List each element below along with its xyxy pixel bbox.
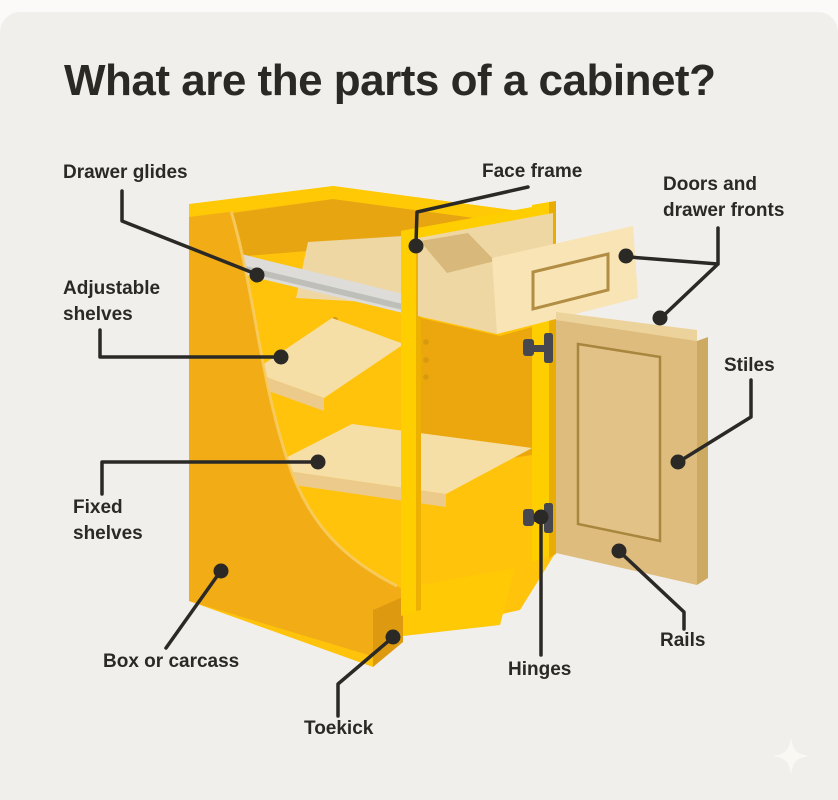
cabinet-side-panel	[189, 201, 403, 657]
leader-stiles	[678, 378, 753, 463]
hinge-top	[523, 333, 553, 363]
sparkle-icon	[773, 738, 809, 774]
drawer-front	[492, 226, 638, 334]
fixed-shelf	[266, 424, 532, 494]
label-adjustable-shelves: Adjustable shelves	[63, 278, 161, 325]
label-drawer-glides: Drawer glides	[63, 162, 188, 183]
leader-fixed-shelves	[100, 460, 318, 496]
label-face-frame: Face frame	[482, 161, 583, 182]
door-side-edge	[697, 337, 708, 585]
leader-toekick	[336, 636, 394, 718]
label-toekick: Toekick	[304, 718, 374, 739]
leader-dots	[213, 238, 686, 645]
leader-drawer-glides	[120, 189, 258, 276]
label-hinges: Hinges	[508, 659, 572, 680]
leader-doors	[627, 226, 720, 319]
label-box-or-carcass: Box or carcass	[103, 651, 240, 672]
label-doors-and-drawer-fronts: Doors and drawer fronts	[663, 174, 785, 221]
label-rails: Rails	[660, 630, 706, 651]
drawer-box-interior	[420, 233, 495, 273]
label-stiles: Stiles	[724, 355, 775, 376]
drawer-front-inset	[531, 252, 610, 311]
adjustable-shelf	[252, 318, 404, 398]
leader-rails	[618, 550, 686, 631]
door-top-edge	[556, 312, 697, 341]
leader-adjustable-shelves	[98, 328, 281, 359]
adjustable-shelf-edge	[252, 372, 324, 411]
door-center-panel	[576, 342, 662, 543]
door-opening-shadow	[421, 318, 532, 472]
drawer-glide-rail-groove	[233, 263, 403, 310]
diagram-title: What are the parts of a cabinet?	[64, 56, 716, 105]
leader-face-frame	[414, 185, 530, 245]
cutaway-edge-highlight	[226, 200, 398, 588]
face-frame-left-stile-shade	[416, 227, 421, 611]
pin-hole	[423, 339, 429, 345]
label-fixed-shelves: Fixed shelves	[73, 497, 143, 544]
pin-hole	[423, 374, 429, 380]
leader-box-carcass	[164, 570, 222, 650]
leader-lines	[98, 185, 753, 718]
pin-hole	[423, 357, 429, 363]
bottom-rail	[403, 568, 515, 636]
cabinet-top-edge	[189, 186, 556, 229]
